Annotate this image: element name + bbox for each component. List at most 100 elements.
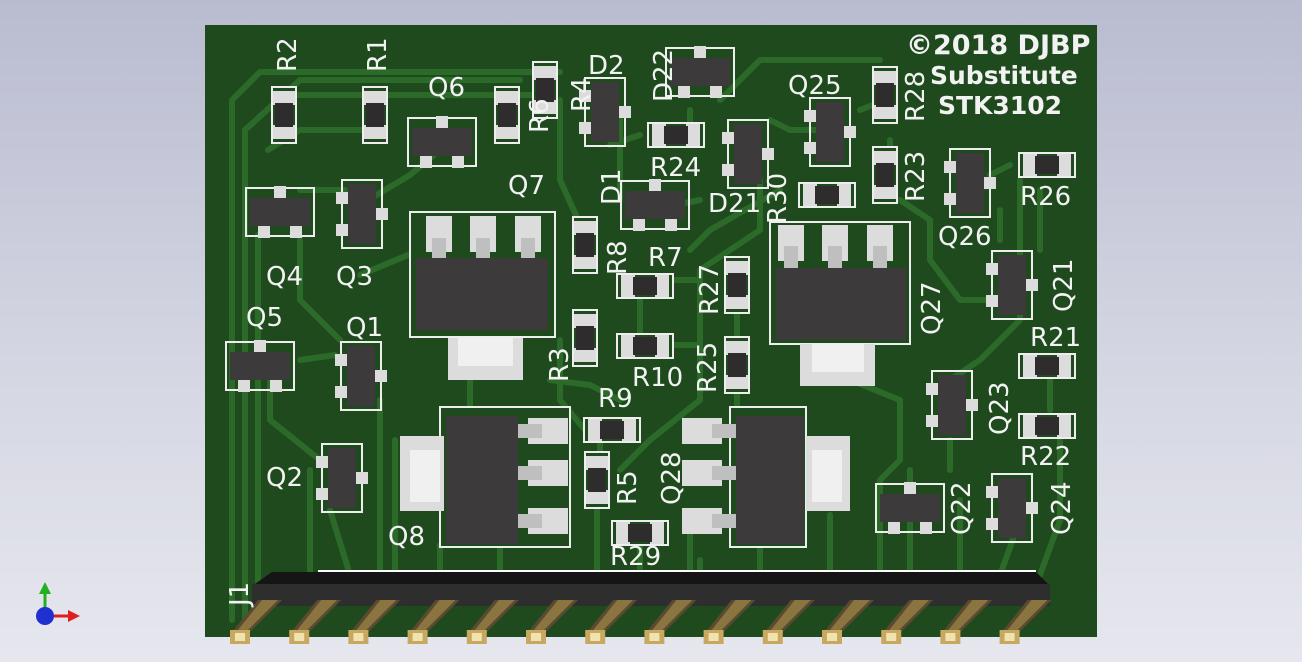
q27-package [769,221,911,386]
connector-pin [822,600,874,644]
label-q24: Q24 [1047,481,1077,535]
q7-package [409,211,556,380]
part-q4 [245,186,315,238]
part-d1 [620,179,690,231]
label-r2: R2 [273,37,303,72]
resistor-footprints [271,61,1076,546]
resistor-r10 [616,333,674,359]
part-q23 [926,370,978,440]
label-r7: R7 [648,243,683,273]
title-line-1: Substitute [930,61,1078,90]
connector-pin [466,600,519,644]
label-q23: Q23 [985,381,1015,435]
label-r25: R25 [693,342,723,393]
connector-pin [407,600,460,644]
label-q22: Q22 [947,481,977,535]
resistor-r8 [572,216,598,274]
label-q28: Q28 [657,451,687,505]
label-q2: Q2 [266,463,303,493]
resistor-r21 [1018,353,1076,379]
label-r1: R1 [363,37,393,72]
label-q26: Q26 [938,222,992,252]
part-q6 [407,116,477,168]
connector-pin [999,600,1052,644]
label-q1: Q1 [346,313,383,343]
label-q3: Q3 [336,262,373,292]
label-q6: Q6 [428,73,465,103]
connector-pin [881,600,934,644]
label-r4: R4 [567,77,597,112]
part-q22 [875,482,945,534]
label-d22: D22 [649,49,679,102]
q8-package [400,406,571,548]
part-d2 [579,77,631,147]
resistor-r7 [616,273,674,299]
part-d21 [722,119,774,189]
part-d22 [665,46,735,98]
label-d21: D21 [708,189,761,219]
sot23-footprints [225,46,1038,543]
resistor-r30 [798,182,856,208]
resistor-r6 [494,86,520,144]
label-r27: R27 [695,264,725,315]
connector-pin [526,600,578,644]
part-q3 [336,179,388,249]
label-r6: R6 [525,98,555,133]
resistor-r26 [1018,152,1076,178]
part-q26 [944,148,996,218]
label-r29: R29 [610,542,661,572]
connector-pin [348,600,401,644]
part-q5 [225,340,295,392]
resistor-r24 [647,122,705,148]
resistor-r29 [611,520,669,546]
label-q27: Q27 [917,281,947,335]
label-q4: Q4 [266,262,303,292]
connector-pin [703,600,756,644]
resistor-r4 [532,61,558,119]
part-q2 [316,443,368,513]
copyright-text: ©2018 DJBP [906,30,1090,61]
label-r23: R23 [901,151,931,202]
label-r5: R5 [613,470,643,505]
power-packages [400,211,911,548]
resistor-r25 [724,336,750,394]
part-q25 [804,97,856,167]
label-r24: R24 [650,153,701,183]
connector-pin [940,600,993,644]
label-q7: Q7 [508,171,545,201]
q28-package [682,406,850,548]
label-q5: Q5 [246,303,283,333]
label-r28: R28 [901,71,931,122]
resistor-r22 [1018,413,1076,439]
connector-pin [289,600,342,644]
label-r3: R3 [545,347,575,382]
resistor-r27 [724,256,750,314]
part-q24 [986,473,1038,543]
connector-pin [762,600,815,644]
part-q1 [335,341,387,411]
label-r10: R10 [632,363,683,393]
resistor-r5 [584,451,610,509]
resistor-r9 [583,417,641,443]
label-j1: J1 [225,582,255,608]
label-r21: R21 [1030,323,1081,353]
resistor-r23 [872,146,898,204]
j1-pin-header [230,570,1052,644]
label-q25: Q25 [788,71,842,101]
label-d2: D2 [588,51,625,81]
label-r9: R9 [598,384,633,414]
label-r26: R26 [1020,182,1071,212]
label-r8: R8 [603,240,633,275]
connector-pin [644,600,697,644]
connector-pin [230,600,282,644]
xyz-axes-icon [36,582,80,625]
label-d1: D1 [597,168,627,205]
resistor-r2 [271,86,297,144]
board-title-block: ©2018 DJBP Substitute STK3102 [906,30,1090,120]
title-line-2: STK3102 [938,91,1062,120]
connector-pin [585,600,638,644]
label-r30: R30 [763,173,793,224]
